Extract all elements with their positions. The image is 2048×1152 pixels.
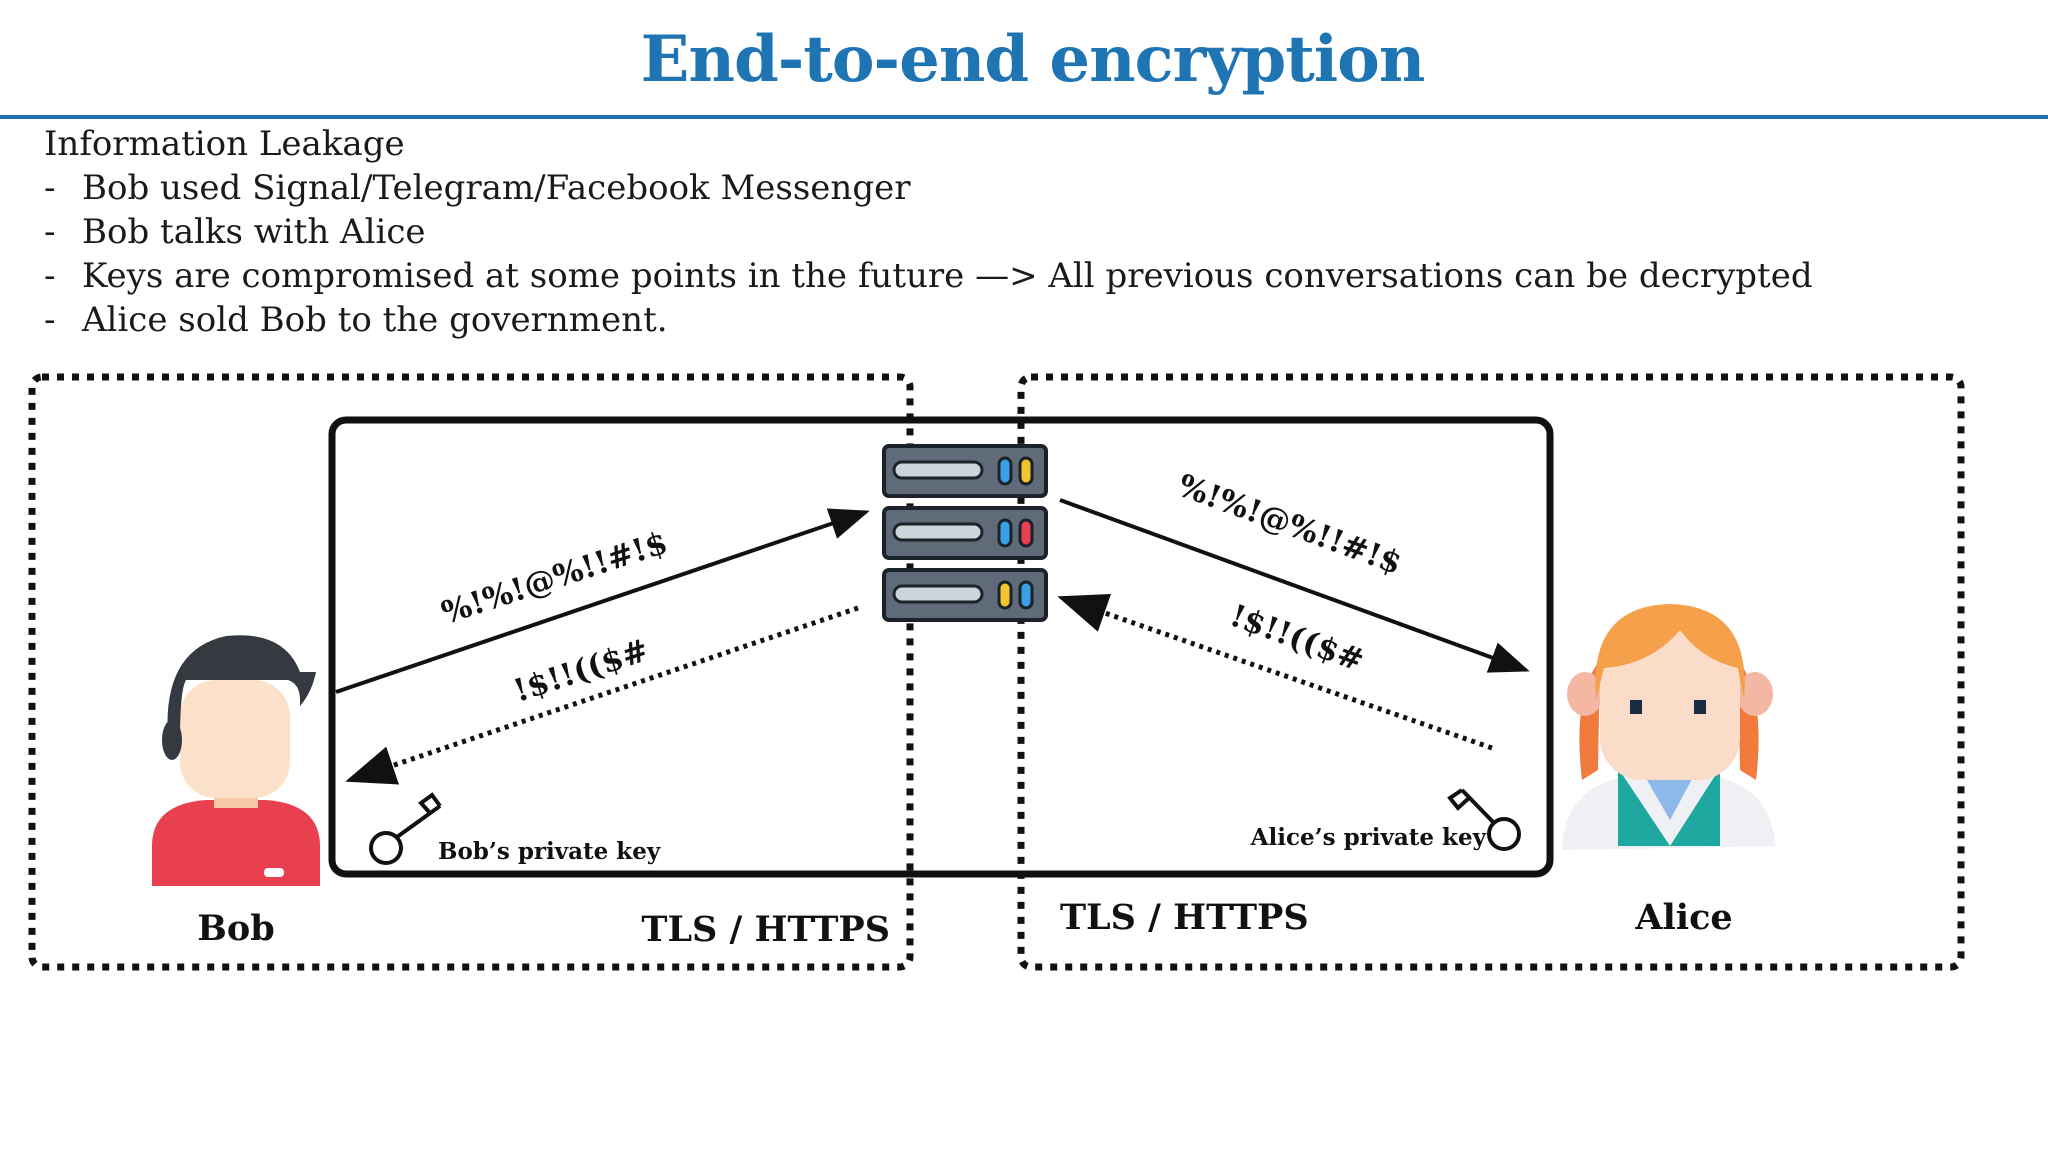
- bob-key-icon: [369, 792, 442, 865]
- alice-label: Alice: [1634, 897, 1732, 938]
- bullet-text: Alice sold Bob to the government.: [82, 300, 668, 340]
- bullet-heading: Information Leakage: [44, 124, 405, 164]
- bullet-item: -Keys are compromised at some points in …: [44, 256, 1813, 296]
- bob-key-label: Bob’s private key: [438, 838, 661, 865]
- tls-zone-left: [28, 373, 914, 971]
- tls-zone-right: [1017, 373, 1965, 971]
- bullet-text: Keys are compromised at some points in t…: [82, 256, 1813, 296]
- arrow-alice-to-server: [1057, 593, 1493, 751]
- arrow-bob-to-server: [335, 508, 870, 694]
- cipher-server-to-alice: %!%!@%!!#!$: [1173, 468, 1406, 582]
- cipher-alice-to-server: !$!!(($#: [1225, 598, 1368, 679]
- tls-label-left: TLS / HTTPS: [641, 909, 890, 950]
- alice-key-label: Alice’s private key: [1250, 824, 1487, 851]
- tls-label-right: TLS / HTTPS: [1060, 897, 1309, 938]
- bullet-item: -Bob used Signal/Telegram/Facebook Messe…: [44, 168, 911, 208]
- slide-title: End-to-end encryption: [640, 22, 1426, 97]
- alice-avatar: [1562, 604, 1776, 850]
- arrow-server-to-alice: [1059, 498, 1530, 673]
- cipher-server-to-bob: !$!!(($#: [509, 632, 653, 709]
- title-divider: [0, 115, 2048, 119]
- bullet-list: Information Leakage -Bob used Signal/Tel…: [44, 122, 1813, 342]
- server-icon: [882, 444, 1048, 622]
- e2e-box: [328, 416, 1554, 878]
- alice-key-icon: [1447, 788, 1521, 851]
- arrow-server-to-bob: [345, 605, 859, 785]
- bullet-item: -Alice sold Bob to the government.: [44, 300, 668, 340]
- cipher-bob-to-server: %!%!@%!!#!$: [437, 525, 672, 632]
- bullet-text: Bob used Signal/Telegram/Facebook Messen…: [82, 168, 911, 208]
- bullet-text: Bob talks with Alice: [82, 212, 426, 252]
- bob-label: Bob: [197, 908, 274, 949]
- bob-avatar: [152, 635, 320, 886]
- bullet-item: -Bob talks with Alice: [44, 212, 426, 252]
